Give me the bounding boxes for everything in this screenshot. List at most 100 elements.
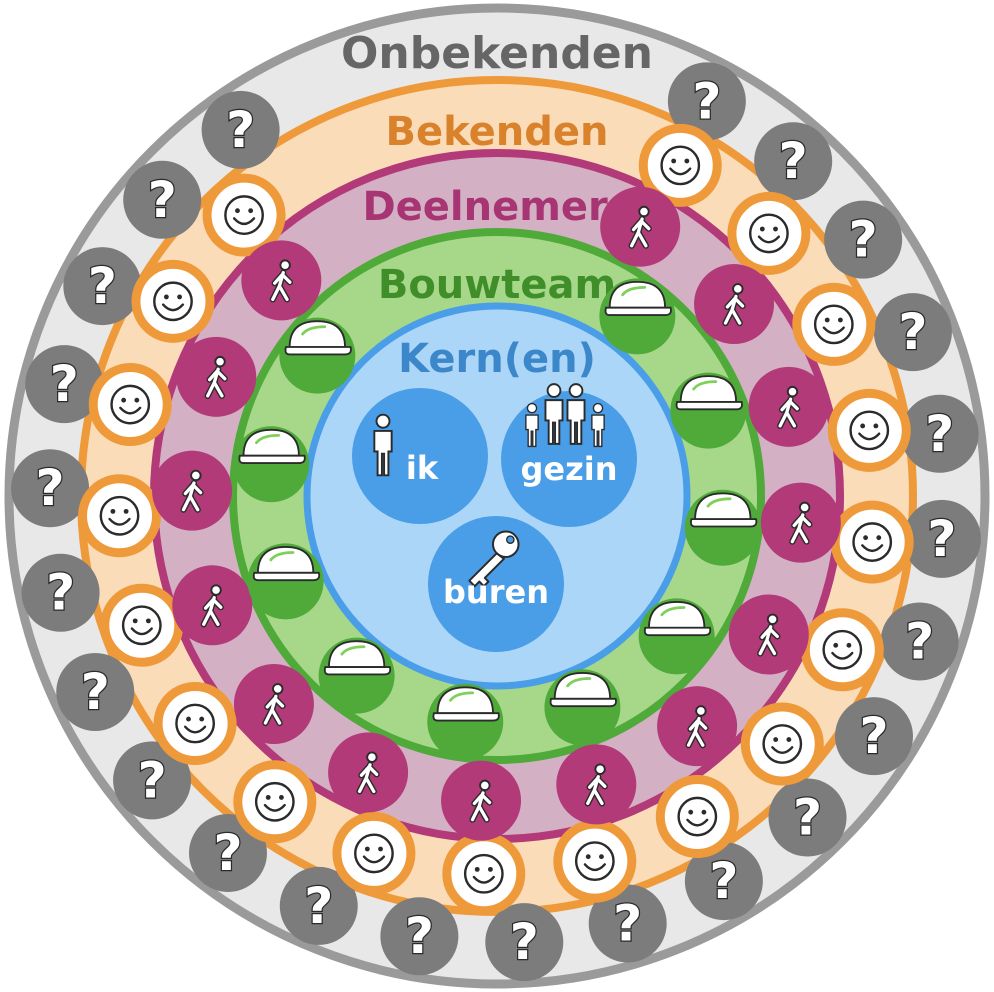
svg-text:?: ? — [613, 894, 642, 952]
unknown-markers: ??????????????????????? — [11, 62, 981, 982]
smiley-icon — [638, 123, 722, 207]
smiley-icon — [202, 173, 286, 257]
hard-hat-icon — [544, 669, 621, 746]
builder-markers — [233, 278, 761, 760]
svg-text:?: ? — [925, 405, 954, 463]
walking-person-icon — [728, 594, 809, 675]
svg-text:?: ? — [405, 907, 434, 965]
smiley-icon — [792, 282, 876, 366]
smiley-icon — [740, 702, 824, 786]
svg-text:?: ? — [88, 257, 117, 315]
question-mark-icon: ? — [11, 449, 90, 528]
core-label-gezin: gezin — [521, 450, 618, 488]
walking-person-icon — [600, 186, 681, 267]
walking-person-icon — [176, 336, 257, 417]
svg-text:?: ? — [138, 751, 167, 809]
svg-text:?: ? — [709, 852, 738, 910]
question-mark-icon: ? — [834, 697, 913, 776]
svg-text:?: ? — [148, 171, 177, 229]
hard-hat-icon — [638, 598, 715, 675]
question-mark-icon: ? — [113, 741, 192, 820]
participant-markers — [152, 186, 841, 841]
question-mark-icon: ? — [768, 778, 847, 857]
question-mark-icon: ? — [279, 866, 358, 945]
walking-person-icon — [748, 366, 829, 447]
question-mark-icon: ? — [754, 122, 833, 201]
svg-text:?: ? — [36, 459, 65, 517]
smiley-icon — [332, 811, 416, 895]
smiley-icon — [827, 388, 911, 472]
smiley-icon — [830, 500, 914, 584]
core-label-ik: ik — [406, 449, 439, 487]
walking-person-icon — [152, 450, 233, 531]
smiley-icon — [131, 259, 215, 343]
svg-text:?: ? — [849, 211, 878, 269]
core-buren: buren — [428, 516, 564, 652]
walking-person-icon — [328, 732, 409, 813]
svg-text:?: ? — [304, 877, 333, 935]
hard-hat-icon — [233, 426, 310, 503]
core-label-buren: buren — [443, 573, 549, 611]
walking-person-icon — [172, 565, 253, 646]
walking-person-icon — [657, 686, 738, 767]
hard-hat-icon — [670, 372, 747, 449]
hard-hat-icon — [599, 278, 676, 355]
question-mark-icon: ? — [123, 160, 202, 239]
smiley-icon — [100, 583, 184, 667]
svg-text:?: ? — [692, 72, 721, 130]
svg-text:?: ? — [927, 510, 956, 568]
question-mark-icon: ? — [63, 247, 142, 326]
question-mark-icon: ? — [201, 90, 280, 169]
smiley-icon — [655, 775, 739, 859]
walking-person-icon — [241, 240, 322, 321]
smiley-icon — [88, 363, 172, 447]
walking-person-icon — [760, 482, 841, 563]
question-mark-icon: ? — [684, 842, 763, 921]
svg-text:?: ? — [213, 824, 242, 882]
question-mark-icon: ? — [588, 884, 667, 963]
smiley-icon — [727, 191, 811, 275]
question-mark-icon: ? — [824, 200, 903, 279]
question-mark-icon: ? — [25, 345, 104, 424]
question-mark-icon: ? — [188, 813, 267, 892]
walking-person-icon — [441, 760, 522, 841]
smiley-icon — [442, 832, 526, 916]
acquaintance-markers — [78, 123, 914, 916]
smiley-icon — [553, 819, 637, 903]
hard-hat-icon — [247, 543, 324, 620]
ring-label-bekenden: Bekenden — [386, 109, 609, 155]
svg-text:?: ? — [779, 132, 808, 190]
svg-text:?: ? — [859, 707, 888, 765]
svg-text:?: ? — [226, 101, 255, 159]
walking-person-icon — [556, 744, 637, 825]
hard-hat-icon — [684, 489, 761, 566]
svg-text:?: ? — [793, 789, 822, 847]
question-mark-icon: ? — [880, 602, 959, 681]
svg-text:?: ? — [905, 613, 934, 671]
core-ik: ik — [352, 388, 488, 524]
walking-person-icon — [694, 264, 775, 345]
smiley-icon — [78, 474, 162, 558]
question-mark-icon: ? — [667, 62, 746, 141]
ring-label-bouwteam: Bouwteam — [378, 262, 616, 308]
question-mark-icon: ? — [56, 652, 135, 731]
svg-text:?: ? — [81, 663, 110, 721]
question-mark-icon: ? — [485, 903, 564, 982]
question-mark-icon: ? — [21, 553, 100, 632]
walking-person-icon — [233, 664, 314, 745]
hard-hat-icon — [279, 317, 356, 394]
ring-label-onbekenden: Onbekenden — [341, 28, 653, 79]
svg-text:?: ? — [50, 355, 79, 413]
smiley-icon — [153, 681, 237, 765]
svg-text:?: ? — [46, 564, 75, 622]
ring-label-deelnemers: Deelnemers — [362, 184, 631, 230]
smiley-icon — [233, 760, 317, 844]
core-gezin: gezin — [501, 383, 637, 527]
hard-hat-icon — [427, 683, 504, 760]
question-mark-icon: ? — [873, 293, 952, 372]
question-mark-icon: ? — [902, 499, 981, 578]
question-mark-icon: ? — [900, 394, 979, 473]
svg-text:?: ? — [510, 913, 539, 971]
hard-hat-icon — [318, 637, 395, 714]
